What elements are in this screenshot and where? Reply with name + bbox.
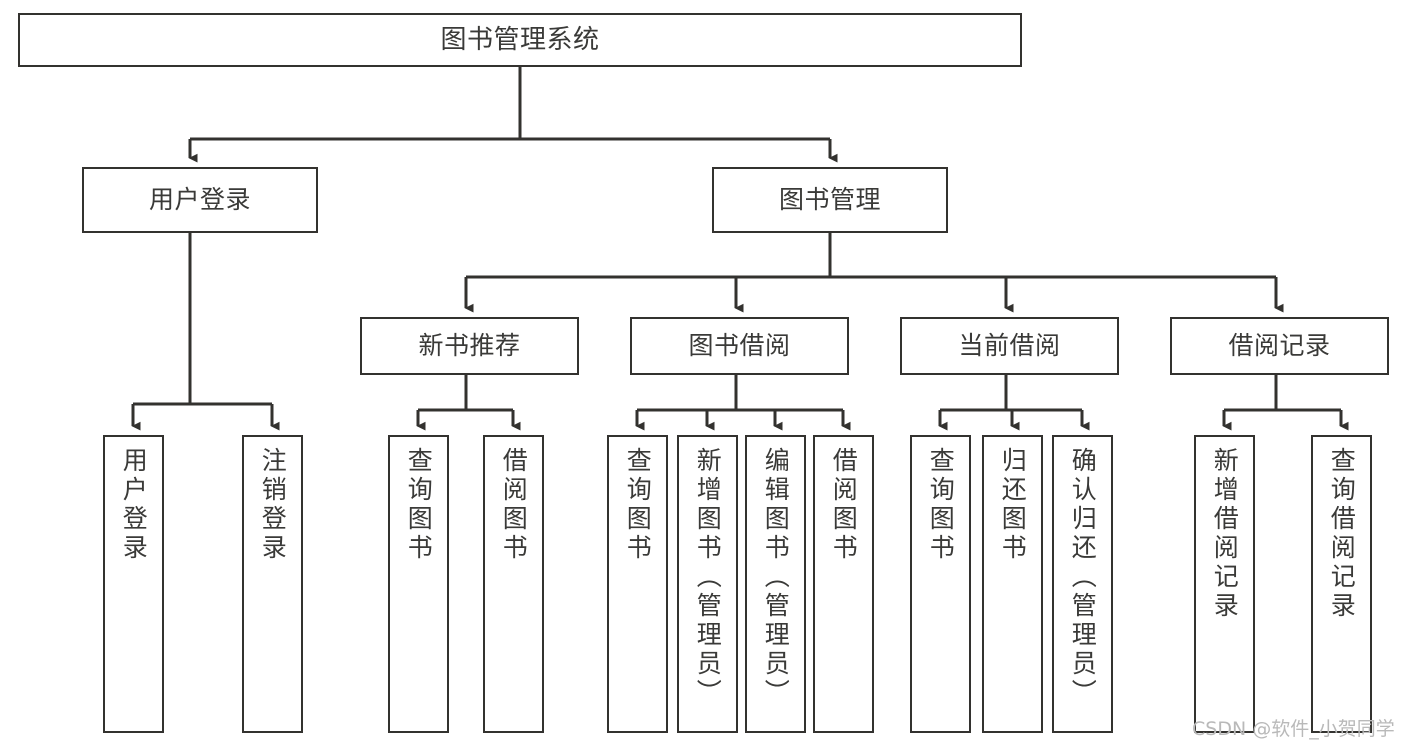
node-root[interactable]: 图书管理系统 [18, 13, 1022, 67]
node-leaf-user-login[interactable]: 用户登录 [103, 435, 164, 733]
node-leaf-query-borrow-record[interactable]: 查询借阅记录 [1311, 435, 1372, 733]
node-leaf-borrow-book[interactable]: 借阅图书 [813, 435, 874, 733]
node-label: 图书管理 [778, 185, 881, 215]
node-leaf-rec-borrow-book[interactable]: 借阅图书 [483, 435, 544, 733]
node-label: 新增图书（管理员） [693, 447, 723, 708]
node-label: 注销登录 [258, 447, 288, 563]
node-label: 用户登录 [148, 185, 251, 215]
node-leaf-add-borrow-record[interactable]: 新增借阅记录 [1194, 435, 1255, 733]
node-leaf-borrow-query-book[interactable]: 查询图书 [607, 435, 668, 733]
node-leaf-cur-query-book[interactable]: 查询图书 [910, 435, 971, 733]
watermark-text: CSDN @软件_小贺同学 [1192, 718, 1395, 740]
node-label: 查询图书 [623, 447, 653, 563]
node-label: 图书借阅 [688, 331, 791, 361]
node-label: 新增借阅记录 [1210, 447, 1240, 621]
node-leaf-user-logout[interactable]: 注销登录 [242, 435, 303, 733]
node-user-login[interactable]: 用户登录 [82, 167, 318, 233]
node-label: 查询图书 [926, 447, 956, 563]
node-label: 当前借阅 [958, 331, 1061, 361]
node-leaf-add-book-admin[interactable]: 新增图书（管理员） [677, 435, 738, 733]
node-book-borrow[interactable]: 图书借阅 [630, 317, 849, 375]
node-label: 新书推荐 [418, 331, 521, 361]
node-label: 用户登录 [119, 447, 149, 563]
node-label: 编辑图书（管理员） [761, 447, 791, 708]
node-label: 归还图书 [998, 447, 1028, 563]
node-label: 图书管理系统 [440, 24, 600, 55]
node-leaf-return-book[interactable]: 归还图书 [982, 435, 1043, 733]
node-label: 确认归还（管理员） [1068, 447, 1098, 708]
node-leaf-confirm-return-admin[interactable]: 确认归还（管理员） [1052, 435, 1113, 733]
node-label: 查询借阅记录 [1327, 447, 1357, 621]
node-new-book-rec[interactable]: 新书推荐 [360, 317, 579, 375]
node-label: 借阅记录 [1228, 331, 1331, 361]
node-book-manage[interactable]: 图书管理 [712, 167, 948, 233]
node-label: 借阅图书 [499, 447, 529, 563]
node-label: 查询图书 [404, 447, 434, 563]
node-borrow-record[interactable]: 借阅记录 [1170, 317, 1389, 375]
node-current-borrow[interactable]: 当前借阅 [900, 317, 1119, 375]
node-leaf-rec-query-book[interactable]: 查询图书 [388, 435, 449, 733]
node-label: 借阅图书 [829, 447, 859, 563]
node-leaf-edit-book-admin[interactable]: 编辑图书（管理员） [745, 435, 806, 733]
